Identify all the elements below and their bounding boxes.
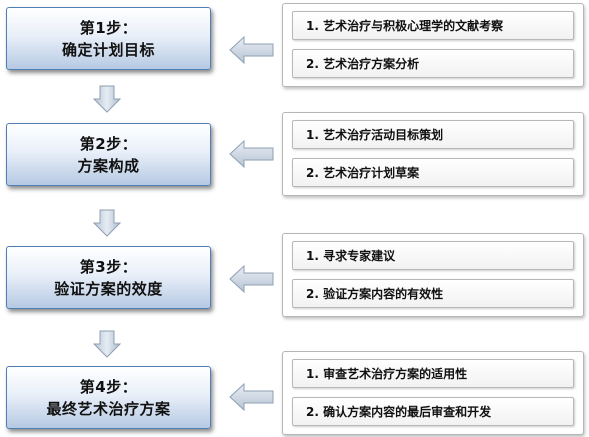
left-arrow-icon [229,140,274,168]
step-4-box: 第4步： 最终艺术治疗方案 [6,366,211,429]
step-2-subtitle: 方案构成 [77,156,140,175]
step-2-detail-group: 1. 艺术治疗活动目标策划 2. 艺术治疗计划草案 [282,112,584,196]
step-1-detail-group: 1. 艺术治疗与积极心理学的文献考察 2. 艺术治疗方案分析 [282,3,584,87]
step-2-item-2: 2. 艺术治疗计划草案 [292,158,574,187]
step-1-subtitle: 确定计划目标 [61,40,155,59]
left-arrow-icon [229,265,274,293]
step-3-item-1: 1. 寻求专家建议 [292,241,574,270]
down-arrow-icon [93,85,121,113]
step-2-item-1: 1. 艺术治疗活动目标策划 [292,120,574,149]
step-4-item-1: 1. 审查艺术治疗方案的适用性 [292,359,574,388]
down-arrow-icon [93,330,121,358]
left-arrow-icon [229,36,274,64]
step-3-detail-group: 1. 寻求专家建议 2. 验证方案内容的有效性 [282,233,584,317]
step-1-box: 第1步： 确定计划目标 [6,7,211,70]
step-1-item-1: 1. 艺术治疗与积极心理学的文献考察 [292,11,574,40]
step-3-box: 第3步： 验证方案的效度 [6,246,211,309]
step-4-title: 第4步： [79,377,138,396]
step-3-title: 第3步： [79,257,138,276]
step-1-title: 第1步： [79,18,138,37]
step-4-subtitle: 最终艺术治疗方案 [46,399,171,418]
left-arrow-icon [229,383,274,411]
step-1-item-2: 2. 艺术治疗方案分析 [292,49,574,78]
step-3-item-2: 2. 验证方案内容的有效性 [292,279,574,308]
step-2-box: 第2步： 方案构成 [6,123,211,186]
step-3-subtitle: 验证方案的效度 [54,279,163,298]
step-4-item-2: 2. 确认方案内容的最后审查和开发 [292,397,574,426]
down-arrow-icon [93,209,121,237]
step-4-detail-group: 1. 审查艺术治疗方案的适用性 2. 确认方案内容的最后审查和开发 [282,351,584,435]
step-2-title: 第2步： [79,134,138,153]
